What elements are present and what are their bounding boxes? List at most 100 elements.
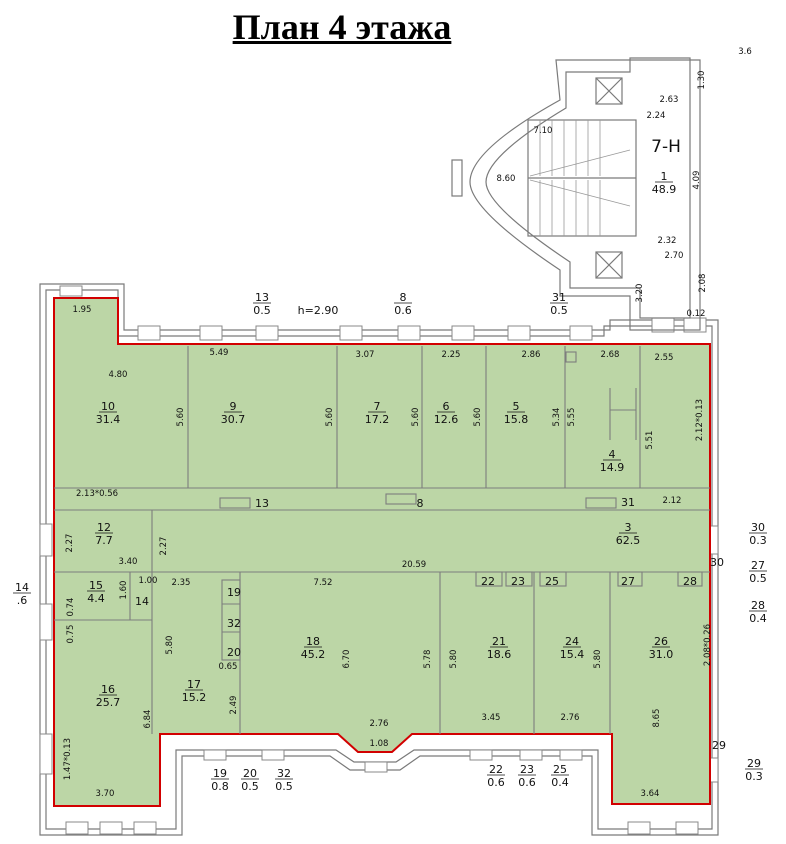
balcony-23-number: 23: [520, 763, 534, 776]
room-tag-19: 19: [227, 586, 241, 599]
room-tag-13: 13: [255, 497, 269, 510]
balcony-22-number: 22: [489, 763, 503, 776]
dimension-label: 0.12: [687, 309, 706, 319]
dimension-label: 2.27: [65, 534, 75, 553]
room-15-number: 15: [89, 579, 103, 592]
dimension-label: 2.55: [655, 353, 674, 363]
dimension-label: 6.84: [143, 710, 153, 729]
dimension-label: 2.63: [660, 95, 679, 105]
balcony-19-number: 19: [213, 767, 227, 780]
room-12-area: 7.7: [95, 534, 113, 547]
dimension-label: 2.49: [229, 696, 239, 715]
dimension-label: 5.60: [325, 408, 335, 427]
room-17-area: 15.2: [182, 691, 207, 704]
dimension-label: 2.13*0.56: [76, 489, 118, 499]
dimension-label: 5.60: [411, 408, 421, 427]
balcony-27-number: 27: [751, 559, 765, 572]
balcony-31-area: 0.5: [550, 304, 568, 317]
room-3-area: 62.5: [616, 534, 641, 547]
dimension-label: 2.32: [658, 236, 677, 246]
dimension-label: 0.74: [66, 598, 76, 617]
room-24-number: 24: [565, 635, 579, 648]
dimension-label: 2.76: [561, 713, 580, 723]
dimension-label: 5.51: [645, 431, 655, 450]
room-tag-14: 14: [135, 595, 149, 608]
room-4-area: 14.9: [600, 461, 625, 474]
dimension-label: 0.75: [66, 625, 76, 644]
dimension-label: 2.08: [698, 274, 708, 293]
dimension-label: 1.60: [119, 581, 129, 600]
room-18-number: 18: [306, 635, 320, 648]
room-1-number: 1: [661, 170, 668, 183]
room-24-area: 15.4: [560, 648, 585, 661]
balcony-13-area: 0.5: [253, 304, 271, 317]
stair-wing: [451, 57, 701, 331]
dimension-label: 2.68: [601, 350, 620, 360]
dimension-label: 2.12*0.13: [695, 399, 705, 441]
dimension-label: 7.52: [314, 578, 333, 588]
dimension-label: 3.6: [738, 47, 752, 57]
room-4-number: 4: [609, 448, 616, 461]
rooms-area: [53, 297, 711, 807]
dimension-label: 5.80: [165, 636, 175, 655]
room-3-number: 3: [625, 521, 632, 534]
room-10-number: 10: [101, 400, 115, 413]
room-16-area: 25.7: [96, 696, 121, 709]
dimension-label: 2.24: [647, 111, 666, 121]
room-tag-25: 25: [545, 575, 559, 588]
dimension-label: 1.00: [139, 576, 158, 586]
balcony-29-number: 29: [747, 757, 761, 770]
dimension-label: 5.80: [449, 650, 459, 669]
dimension-label: 5.60: [473, 408, 483, 427]
dimension-label: 2.76: [370, 719, 389, 729]
room-tag-8: 8: [417, 497, 424, 510]
balcony-8-number: 8: [400, 291, 407, 304]
balcony-32-number: 32: [277, 767, 291, 780]
balcony-14-area: .6: [17, 594, 28, 607]
balcony-13-number: 13: [255, 291, 269, 304]
dimension-label: 3.64: [641, 789, 660, 799]
dimension-label: 3.40: [119, 557, 138, 567]
balcony-31-number: 31: [552, 291, 566, 304]
dimension-label: 8.60: [497, 174, 516, 184]
dimension-label: 2.27: [159, 537, 169, 556]
room-10-area: 31.4: [96, 413, 121, 426]
ceiling-height-label: h=2.90: [298, 304, 339, 317]
room-tag-28: 28: [683, 575, 697, 588]
dimension-label: 2.35: [172, 578, 191, 588]
balcony-32-area: 0.5: [275, 780, 293, 793]
room-tag-22: 22: [481, 575, 495, 588]
room-tag-27: 27: [621, 575, 635, 588]
room-1-area: 48.9: [652, 183, 677, 196]
room-9-area: 30.7: [221, 413, 246, 426]
dimension-label: 1.95: [73, 305, 92, 315]
dimension-label: 6.70: [342, 650, 352, 669]
balcony-14-number: 14: [15, 581, 29, 594]
bottom-windows: [65, 749, 699, 835]
dimension-label: 2.70: [665, 251, 684, 261]
balcony-27-area: 0.5: [749, 572, 767, 585]
balcony-20-number: 20: [243, 767, 257, 780]
balcony-23-area: 0.6: [518, 776, 536, 789]
balcony-20-area: 0.5: [241, 780, 259, 793]
balcony-8-area: 0.6: [394, 304, 412, 317]
room-18-area: 45.2: [301, 648, 326, 661]
room-tag-20: 20: [227, 646, 241, 659]
dimension-label: 5.34: [552, 408, 562, 427]
room-tag-29: 29: [712, 739, 726, 752]
room-16-number: 16: [101, 683, 115, 696]
balcony-22-area: 0.6: [487, 776, 505, 789]
dimension-label: 8.65: [652, 709, 662, 728]
dimension-label: 1.30: [697, 71, 707, 90]
dimension-label: 3.20: [635, 284, 645, 303]
balcony-28-number: 28: [751, 599, 765, 612]
balcony-30-number: 30: [751, 521, 765, 534]
room-21-area: 18.6: [487, 648, 512, 661]
room-9-number: 9: [230, 400, 237, 413]
balcony-29-area: 0.3: [745, 770, 763, 783]
dimension-label: 5.55: [567, 408, 577, 427]
dimension-label: 2.25: [442, 350, 461, 360]
stair-label: 7-Н: [651, 137, 681, 157]
dimension-label: 2.86: [522, 350, 541, 360]
